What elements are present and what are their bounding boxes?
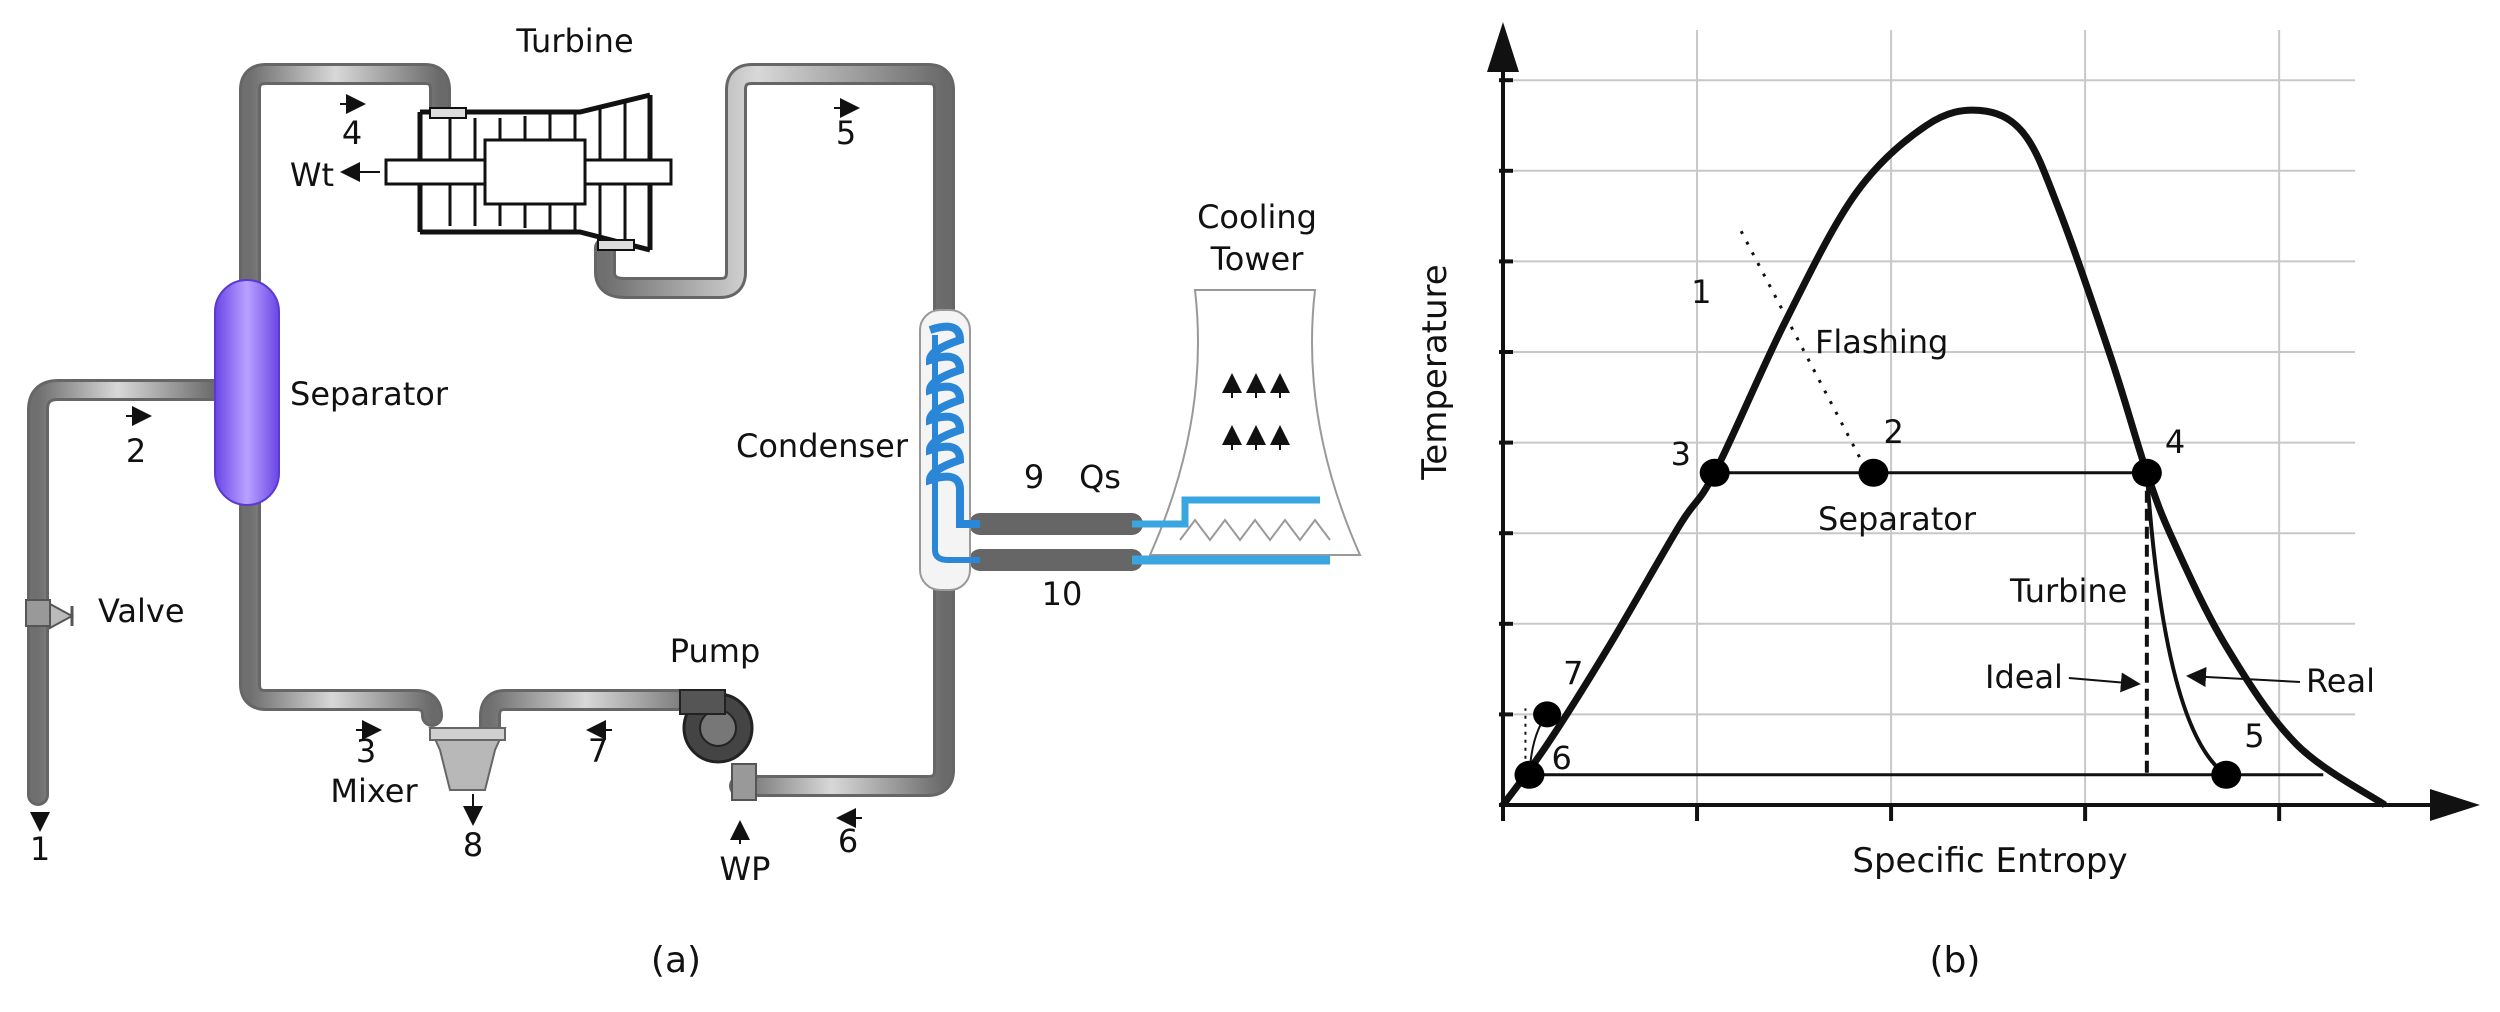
y-axis-arrow xyxy=(1487,22,1519,72)
label-mixer: Mixer xyxy=(330,772,418,810)
x-axis-arrow xyxy=(2430,789,2480,821)
state-point-4 xyxy=(2131,458,2162,487)
annotation-arrows xyxy=(2068,666,2301,693)
annotation-turbine: Turbine xyxy=(2009,572,2127,610)
state-label-2: 2 xyxy=(126,432,146,470)
flow-arrows xyxy=(30,94,862,844)
state-label-1: 1 xyxy=(30,830,50,868)
label-qs: Qs xyxy=(1079,458,1121,496)
label-wt: Wt xyxy=(290,156,334,194)
label-tower: Tower xyxy=(1210,240,1305,278)
annotation-ideal: Ideal xyxy=(1985,658,2063,696)
turbine xyxy=(384,92,673,253)
annotation-flashing: Flashing xyxy=(1815,323,1948,361)
state-label-5: 5 xyxy=(836,114,856,152)
panel-b: 3 2 4 5 6 7 1 Flashing Separator Turbine Ideal… xyxy=(1415,22,2480,981)
x-axis-label: Specific Entropy xyxy=(1852,841,2127,881)
state-label-5: 5 xyxy=(2244,717,2264,755)
cooling-tower xyxy=(1132,289,1362,565)
real-arrow xyxy=(2186,666,2301,687)
caption-a: (a) xyxy=(651,940,701,981)
flashing-line xyxy=(1739,230,1863,462)
state-label-6: 6 xyxy=(1551,739,1571,777)
label-cooling: Cooling xyxy=(1197,198,1317,236)
state-point-3 xyxy=(1699,458,1730,487)
state-label-3: 3 xyxy=(356,732,376,770)
state-label-7: 7 xyxy=(588,732,608,770)
valve xyxy=(25,599,75,630)
state-label-4: 4 xyxy=(342,114,362,152)
y-axis-label: Temperature xyxy=(1415,264,1455,480)
state-label-7: 7 xyxy=(1563,654,1583,692)
state-label-1: 1 xyxy=(1691,273,1711,311)
label-valve: Valve xyxy=(98,592,185,630)
label-condenser: Condenser xyxy=(736,427,909,465)
mixer xyxy=(428,727,507,791)
chart-grid xyxy=(1503,30,2355,805)
state-label-10: 10 xyxy=(1042,575,1083,613)
panel-a-labels: Turbine Separator Valve Condenser Coolin… xyxy=(30,22,1317,981)
state-point-5 xyxy=(2211,760,2242,789)
state-points: 3 2 4 5 6 7 1 xyxy=(1514,273,2265,789)
state-label-6: 6 xyxy=(838,822,858,860)
panel-a: Turbine Separator Valve Condenser Coolin… xyxy=(25,22,1362,981)
state-label-8: 8 xyxy=(463,826,483,864)
state-point-7 xyxy=(1533,701,1562,728)
real-expansion-line xyxy=(2144,472,2228,777)
pipe-network xyxy=(27,63,1143,806)
annotation-separator: Separator xyxy=(1818,500,1977,538)
condenser xyxy=(919,309,980,591)
label-pump: Pump xyxy=(670,632,761,670)
state-point-2 xyxy=(1858,458,1889,487)
label-wp: WP xyxy=(720,850,771,888)
state-label-3: 3 xyxy=(1671,435,1691,473)
label-separator: Separator xyxy=(290,375,449,413)
state-label-2: 2 xyxy=(1883,413,1903,451)
state-label-4: 4 xyxy=(2165,423,2185,461)
annotation-real: Real xyxy=(2306,662,2375,700)
state-label-9: 9 xyxy=(1024,458,1044,496)
separator-vessel xyxy=(214,279,280,506)
caption-b: (b) xyxy=(1930,940,1981,981)
saturation-dome xyxy=(1500,106,2387,808)
label-turbine: Turbine xyxy=(515,22,633,60)
pump xyxy=(679,689,757,801)
state-point-6 xyxy=(1514,760,1545,789)
ideal-arrow xyxy=(2068,672,2141,693)
